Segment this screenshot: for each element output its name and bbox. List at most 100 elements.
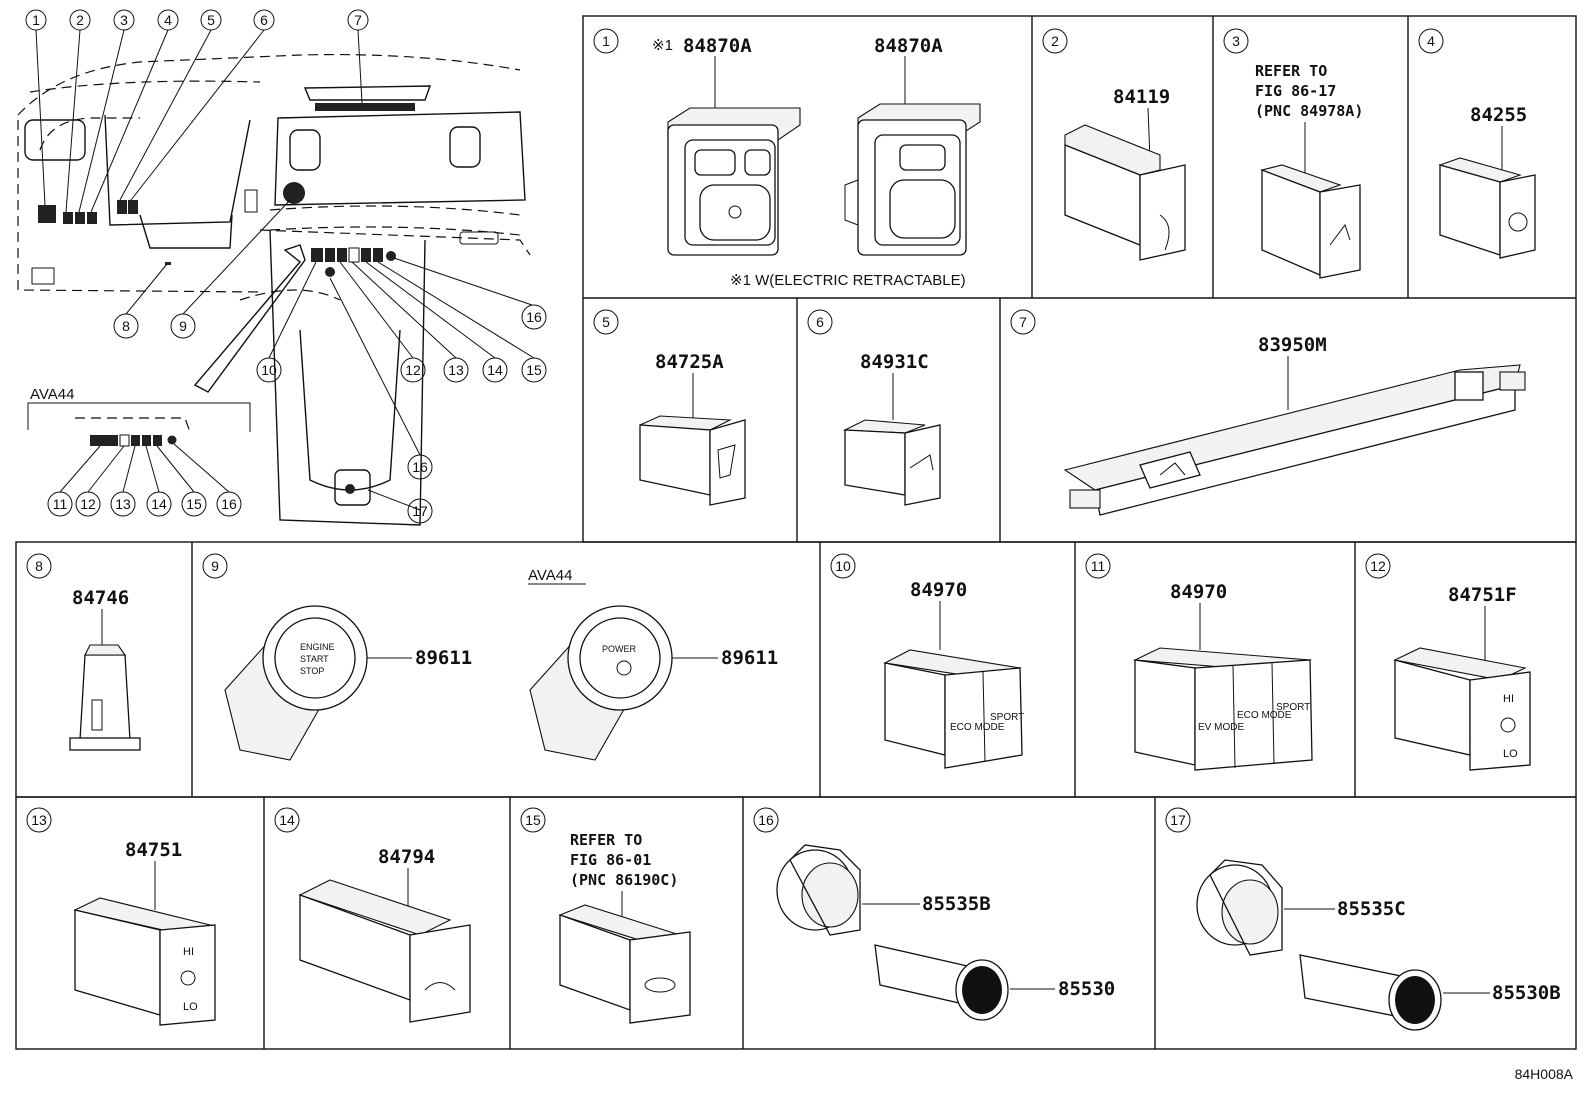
callout-9: 9 <box>179 318 187 334</box>
cell-1-marker: ※1 <box>652 37 673 54</box>
cell-11-label-eco: ECO MODE <box>1237 710 1292 721</box>
cell-10-label-sport: SPORT <box>990 712 1024 723</box>
part-84725A[interactable]: 84725A <box>655 351 724 373</box>
part-84746[interactable]: 84746 <box>72 587 129 609</box>
cell-8: 84746 <box>69 587 141 751</box>
cell-index-12: 12 <box>1370 558 1386 574</box>
cell-index-16: 16 <box>758 812 774 828</box>
part-84970-2[interactable]: 84970 <box>1170 581 1227 603</box>
overview-callouts: 1 2 3 4 5 6 7 8 9 10 12 13 14 15 16 16 1… <box>25 9 547 524</box>
callout-2: 2 <box>76 12 84 28</box>
callout-14: 14 <box>487 362 503 378</box>
cell-index-7: 7 <box>1019 314 1027 330</box>
cell-10: 84970 ECO MODE SPORT <box>883 579 1024 769</box>
cell-11-label-sport: SPORT <box>1276 702 1310 713</box>
part-84870A-1[interactable]: 84870A <box>683 35 752 57</box>
overview-inset: AVA44 11 12 13 14 15 16 <box>27 386 251 517</box>
cell-1: ※1 84870A 84870A ※1 W(ELECTRIC RETRACTAB… <box>652 35 981 289</box>
part-84751[interactable]: 84751 <box>125 839 182 861</box>
cell-9: AVA44 ENGINE START STOP 89611 POWER 8961… <box>224 567 778 761</box>
cell-1-note: ※1 W(ELECTRIC RETRACTABLE) <box>730 272 966 289</box>
callout-16: 16 <box>526 309 542 325</box>
part-84119[interactable]: 84119 <box>1113 86 1170 108</box>
part-84970-1[interactable]: 84970 <box>910 579 967 601</box>
callout-3: 3 <box>120 12 128 28</box>
inset-callout-15: 15 <box>186 496 202 512</box>
cell-13-label-lo: LO <box>183 1001 198 1013</box>
cell-index-9: 9 <box>211 558 219 574</box>
inset-callout-11: 11 <box>53 496 68 512</box>
callout-17: 17 <box>412 503 428 519</box>
part-85530B[interactable]: 85530B <box>1492 982 1561 1004</box>
callout-5: 5 <box>207 12 215 28</box>
cell-16: 85535B 85530 <box>776 844 1115 1021</box>
part-83950M[interactable]: 83950M <box>1258 334 1327 356</box>
cell-2: 84119 <box>1064 86 1186 261</box>
diagram-code: 84H008A <box>1515 1066 1574 1082</box>
cell-index-2: 2 <box>1051 33 1059 49</box>
button-a-text-2: START <box>300 654 329 664</box>
cell-3-ref-line-2: FIG 86-17 <box>1255 82 1336 100</box>
cell-indices: 1 2 3 4 5 6 7 8 9 10 11 12 13 14 15 16 1… <box>26 28 1444 833</box>
cell-index-1: 1 <box>602 33 610 49</box>
cell-index-11: 11 <box>1091 558 1106 574</box>
part-84870A-2[interactable]: 84870A <box>874 35 943 57</box>
cell-9-variant-label: AVA44 <box>528 567 572 584</box>
callout-12: 12 <box>405 362 421 378</box>
cell-13: 84751 HI LO <box>73 839 216 1026</box>
part-85535B[interactable]: 85535B <box>922 893 991 915</box>
cell-grid <box>15 15 1577 1050</box>
callout-4: 4 <box>164 12 172 28</box>
callout-10: 10 <box>261 362 277 378</box>
callout-13: 13 <box>448 362 464 378</box>
inset-callout-13: 13 <box>115 496 131 512</box>
cell-14: 84794 <box>298 846 471 1023</box>
inset-callout-12: 12 <box>80 496 96 512</box>
cell-index-14: 14 <box>279 812 295 828</box>
cell-12-label-hi: HI <box>1503 693 1514 705</box>
callout-1: 1 <box>32 12 40 28</box>
inset-callout-14: 14 <box>151 496 167 512</box>
cell-index-15: 15 <box>525 812 541 828</box>
inset-label: AVA44 <box>30 386 74 403</box>
part-84931C[interactable]: 84931C <box>860 351 929 373</box>
cell-index-17: 17 <box>1170 812 1186 828</box>
part-85535C[interactable]: 85535C <box>1337 898 1406 920</box>
button-a-text-3: STOP <box>300 666 324 676</box>
cell-index-6: 6 <box>816 314 824 330</box>
cell-index-10: 10 <box>835 558 851 574</box>
part-89611-1[interactable]: 89611 <box>415 647 472 669</box>
button-b-text: POWER <box>602 644 637 654</box>
cell-index-8: 8 <box>35 558 43 574</box>
cell-3-ref-line-1: REFER TO <box>1255 62 1327 80</box>
callout-15: 15 <box>526 362 542 378</box>
cell-index-5: 5 <box>602 314 610 330</box>
callout-16b: 16 <box>412 459 428 475</box>
cell-index-4: 4 <box>1427 33 1435 49</box>
part-84255[interactable]: 84255 <box>1470 104 1527 126</box>
cell-12-label-lo: LO <box>1503 748 1518 760</box>
callout-7: 7 <box>354 12 362 28</box>
part-89611-2[interactable]: 89611 <box>721 647 778 669</box>
cell-3: REFER TO FIG 86-17 (PNC 84978A) <box>1255 62 1363 279</box>
part-84751F[interactable]: 84751F <box>1448 584 1517 606</box>
cell-15-ref-line-1: REFER TO <box>570 831 642 849</box>
cell-15: REFER TO FIG 86-01 (PNC 86190C) <box>558 831 691 1024</box>
cell-7: 83950M <box>1063 334 1526 516</box>
button-a-text-1: ENGINE <box>300 642 335 652</box>
callout-6: 6 <box>260 12 268 28</box>
callout-8: 8 <box>122 318 130 334</box>
cell-12: 84751F HI LO <box>1393 584 1531 771</box>
cell-5: 84725A <box>639 351 746 506</box>
cell-11: 84970 EV MODE ECO MODE SPORT <box>1132 581 1313 771</box>
cell-index-3: 3 <box>1232 33 1240 49</box>
cell-15-ref-line-2: FIG 86-01 <box>570 851 651 869</box>
cell-index-13: 13 <box>31 812 47 828</box>
cell-17: 85535C 85530B <box>1196 859 1561 1031</box>
cell-10-label-eco: ECO MODE <box>950 722 1005 733</box>
cell-13-label-hi: HI <box>183 946 194 958</box>
part-84794[interactable]: 84794 <box>378 846 435 868</box>
cell-6: 84931C <box>842 351 941 506</box>
part-85530[interactable]: 85530 <box>1058 978 1115 1000</box>
